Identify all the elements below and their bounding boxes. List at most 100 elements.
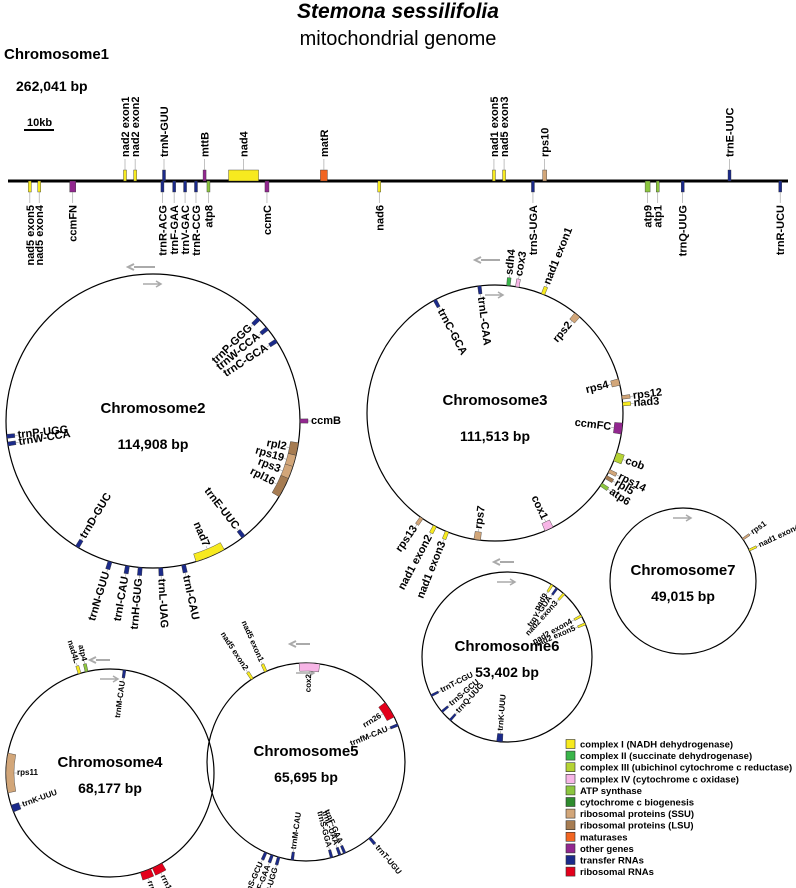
legend-swatch [565,866,576,877]
gene-block [681,180,685,193]
gene-block [162,169,166,182]
gene-block [267,854,274,864]
gene-tick [274,482,277,485]
gene-block [206,180,211,193]
gene-block [75,538,84,549]
gene-tick [616,474,619,477]
gene-label: rps11 [17,768,38,777]
species-title: Stemona sessilifolia [297,0,499,23]
scale-bar-label: 10kb [27,117,52,129]
legend-swatch [565,855,576,865]
gene-label: nad5 exon5 [25,205,37,266]
gene-block [172,180,176,193]
gene-tick [340,842,342,846]
gene-tick [279,469,283,472]
gene-tick [455,711,458,715]
gene-tick [374,843,377,847]
gene-label: nad5 exon3 [499,96,511,157]
gene-tick [545,284,548,287]
gene-tick [106,569,108,573]
gene-block [506,277,512,287]
gene-block [28,180,32,193]
legend-swatch [565,843,576,854]
gene-label: ccmB [311,415,341,427]
gene-tick [447,704,451,707]
gene-block [610,378,621,388]
chromosome-size: 114,908 bp [118,436,189,452]
gene-block [621,394,631,400]
gene-block [531,180,535,193]
gene-label: cob [624,455,647,473]
gene-block [442,530,449,541]
gene-block [6,433,16,439]
gene-tick [76,662,78,666]
gene-tick [205,546,208,550]
gene-block [377,180,381,193]
gene-block [492,169,496,182]
chromosome-ring [366,284,624,542]
gene-tick [550,594,553,598]
legend-label: other genes [580,844,634,855]
gene-tick [328,846,330,850]
legend-swatch [565,785,576,796]
gene-label: trnL-UAG [155,578,170,628]
gene-block [5,752,16,794]
gene-block [473,531,482,541]
gene-label: trnL-CAA [475,296,493,346]
gene-block [340,844,347,854]
gene-label: nad4 [239,130,251,157]
gene-tick [438,690,442,693]
gene-label: trnR-CCG [191,205,203,256]
gene-tick [250,324,254,327]
gene-block [430,690,440,697]
gene-label: nad7 [191,520,212,548]
gene-block [557,592,566,601]
gene-block [236,529,246,539]
gene-block [320,169,328,182]
gene-tick [275,864,277,868]
gene-label: cox3 [513,250,529,277]
gene-label: trnP-UGG [17,424,69,441]
chromosome-name: Chromosome7 [630,562,735,579]
gene-block [274,856,281,866]
gene-block [121,669,127,679]
strand-arrow [100,675,120,683]
legend-label: complex I (NADH dehydrogenase) [580,740,733,751]
gene-block [429,524,437,535]
gene-tick [608,383,612,385]
gene-block [577,622,586,629]
gene-block [137,567,143,576]
gene-block [264,180,270,193]
gene-block [448,713,457,722]
gene-block [133,169,137,182]
gene-tick [148,878,150,882]
gene-block [541,519,554,532]
gene-block [440,705,449,713]
genome-subtitle: mitochondrial genome [300,28,497,50]
chromosome-size: 65,695 bp [274,769,338,785]
gene-tick [236,528,239,531]
gene-tick [125,573,127,577]
gene-label: cox2 [304,673,314,692]
strand-arrow [673,514,693,522]
gene-tick [83,660,86,664]
gene-label: nad3 [633,395,659,409]
gene-tick [749,532,752,535]
gene-label: trnK-UUU [496,694,508,731]
legend-swatch [565,797,576,807]
gene-tick [570,320,573,324]
gene-block [123,565,130,575]
chromosome-name: Chromosome2 [100,400,205,417]
legend-label: ribosomal proteins (LSU) [580,821,693,832]
gene-tick [546,591,549,595]
legend-swatch [565,831,576,842]
gene-block [183,180,187,193]
gene-block [515,278,521,288]
gene-block [105,560,113,571]
chromosome-name: Chromosome4 [57,754,163,771]
gene-label: nad1 exon5 [489,96,501,157]
gene-label: trnE-UUC [202,485,242,531]
gene-label: trnD-GUC [78,491,114,541]
gene-block [160,180,165,193]
